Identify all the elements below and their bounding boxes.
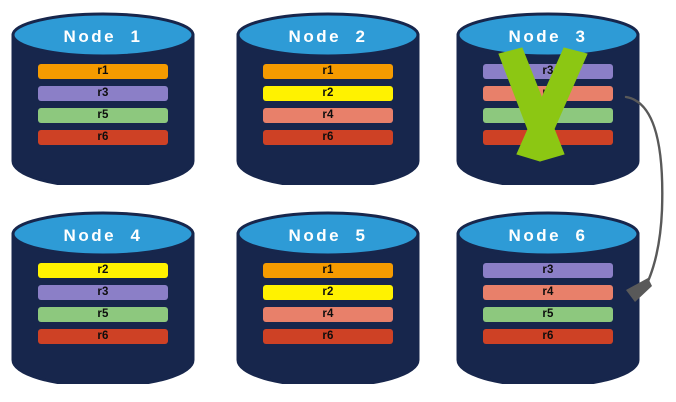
replica-bar-list: r2 r3 r5 r6 [38,263,168,344]
replica-bar-r6[interactable]: r6 [483,130,613,145]
replica-bar-r1[interactable]: r1 [38,64,168,79]
cylinder-top-disc [236,12,420,58]
replica-bar-r5[interactable]: r5 [38,307,168,322]
replica-bar-r2[interactable]: r2 [38,263,168,278]
replica-bar-r2[interactable]: r2 [263,86,393,101]
replica-bar-r4[interactable]: r4 [483,285,613,300]
replica-bar-list: r1 r2 r4 r6 [263,64,393,145]
replica-bar-r2[interactable]: r2 [263,285,393,300]
replica-bar-list: r3 r4 r5 r6 [483,64,613,145]
replica-bar-r6[interactable]: r6 [483,329,613,344]
replica-bar-list: r3 r4 r5 r6 [483,263,613,344]
replica-bar-r3[interactable]: r3 [38,285,168,300]
replica-bar-list: r1 r3 r5 r6 [38,64,168,145]
replica-bar-r6[interactable]: r6 [263,329,393,344]
replica-bar-r1[interactable]: r1 [263,64,393,79]
cylinder-top-disc [11,12,195,58]
replica-bar-r6[interactable]: r6 [38,329,168,344]
replica-bar-r6[interactable]: r6 [263,130,393,145]
replica-bar-r5[interactable]: r5 [38,108,168,123]
cylinder-top-disc [456,12,640,58]
cylinder-top-disc [456,211,640,257]
replica-bar-r4[interactable]: r4 [263,307,393,322]
cylinder-top-disc [11,211,195,257]
replica-bar-r6[interactable]: r6 [38,130,168,145]
replica-bar-r3[interactable]: r3 [483,64,613,79]
replica-bar-r3[interactable]: r3 [38,86,168,101]
replica-bar-list: r1 r2 r4 r6 [263,263,393,344]
replica-bar-r5[interactable]: r5 [483,307,613,322]
replica-bar-r3[interactable]: r3 [483,263,613,278]
replica-bar-r1[interactable]: r1 [263,263,393,278]
replica-bar-r4[interactable]: r4 [263,108,393,123]
replica-bar-r4[interactable]: r4 [483,86,613,101]
cylinder-top-disc [236,211,420,257]
replica-bar-r5[interactable]: r5 [483,108,613,123]
